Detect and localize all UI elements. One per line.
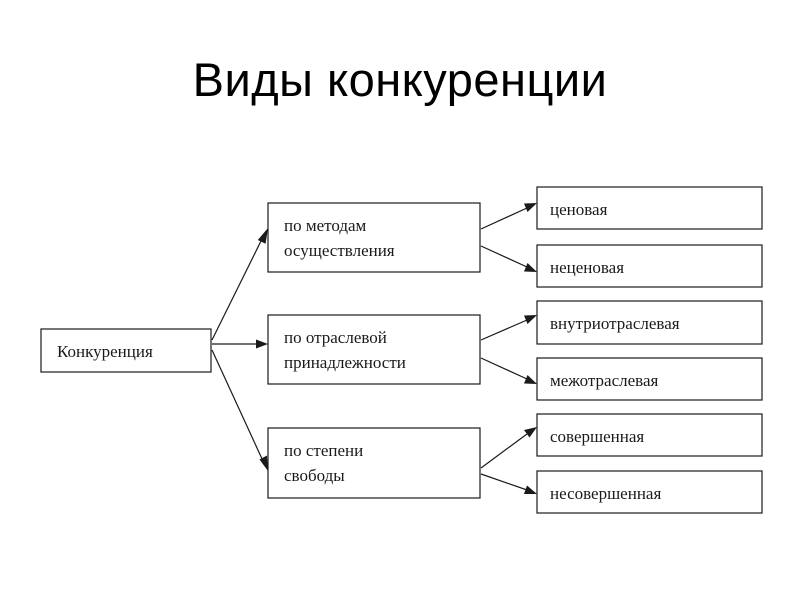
leaf-label: ценовая xyxy=(550,200,608,219)
edge-methods-to-non-price xyxy=(480,245,528,268)
leaf-node-intra-industry: внутриотраслевая xyxy=(536,300,763,345)
arrowhead xyxy=(524,315,537,324)
leaf-label: совершенная xyxy=(550,427,644,446)
leaf-label: неценовая xyxy=(550,258,624,277)
category-label-line-1: по степени xyxy=(284,441,363,460)
edge-root-to-freedom xyxy=(211,349,264,462)
arrowhead xyxy=(256,339,268,349)
leaf-node-non-price: неценовая xyxy=(536,244,763,288)
root-label: Конкуренция xyxy=(57,342,153,361)
edge-freedom-to-imperfect xyxy=(480,473,528,491)
arrowhead xyxy=(257,228,268,244)
category-label-line-1: по отраслевой xyxy=(284,328,387,347)
category-node-freedom: по степени свободы xyxy=(267,427,481,499)
edge-methods-to-price xyxy=(480,207,528,230)
leaf-node-price: ценовая xyxy=(536,186,763,230)
root-node: Конкуренция xyxy=(40,328,212,373)
leaf-label: несовершенная xyxy=(550,484,661,503)
category-label-line-2: осуществления xyxy=(284,241,395,260)
leaf-label: внутриотраслевая xyxy=(550,314,680,333)
arrowhead xyxy=(259,455,268,471)
category-label-line-2: свободы xyxy=(284,466,345,485)
category-label-line-2: принадлежности xyxy=(284,353,406,372)
arrowhead xyxy=(524,485,537,494)
category-node-industry: по отраслевой принадлежности xyxy=(267,314,481,385)
edge-industry-to-intra xyxy=(480,319,528,341)
arrowhead xyxy=(524,203,537,212)
arrowhead xyxy=(524,375,537,384)
leaf-node-inter-industry: межотраслевая xyxy=(536,357,763,401)
leaf-node-imperfect: несовершенная xyxy=(536,470,763,514)
edge-root-to-methods xyxy=(211,238,263,341)
category-label-line-1: по методам xyxy=(284,216,367,235)
leaf-label: межотраслевая xyxy=(550,371,659,390)
edge-industry-to-inter xyxy=(480,357,528,380)
page-title: Виды конкуренции xyxy=(192,53,608,106)
arrowhead xyxy=(524,263,537,272)
edge-freedom-to-perfect xyxy=(480,433,528,469)
arrowhead xyxy=(524,427,537,438)
category-node-methods: по методам осуществления xyxy=(267,202,481,273)
leaf-node-perfect: совершенная xyxy=(536,413,763,457)
